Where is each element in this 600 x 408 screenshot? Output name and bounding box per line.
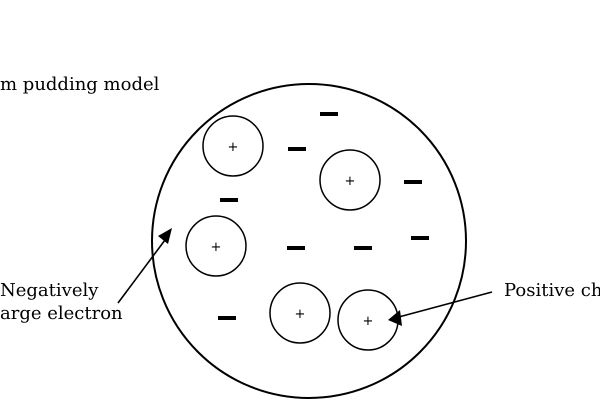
electron [288, 147, 306, 151]
electron [220, 198, 238, 202]
negative-arrow [117, 228, 172, 304]
svg-text:+: + [228, 140, 239, 155]
electron [404, 180, 422, 184]
positive-label: Positive ch [504, 280, 600, 301]
electron [218, 316, 236, 320]
electron [320, 112, 338, 116]
svg-text:+: + [363, 314, 374, 329]
electron [411, 236, 429, 240]
positive-charge: + [319, 149, 381, 211]
positive-charge: + [202, 115, 264, 177]
positive-charge: + [269, 282, 331, 344]
atom-boundary [151, 83, 467, 399]
negative-label-line2: arge electron [0, 303, 123, 324]
diagram-title: m pudding model [0, 74, 160, 95]
svg-text:+: + [211, 240, 222, 255]
svg-text:+: + [345, 174, 356, 189]
positive-charge: + [185, 215, 247, 277]
electron [287, 246, 305, 250]
positive-arrow [388, 291, 493, 326]
svg-text:+: + [295, 307, 306, 322]
electron [354, 246, 372, 250]
negative-label-line1: Negatively [0, 280, 99, 301]
